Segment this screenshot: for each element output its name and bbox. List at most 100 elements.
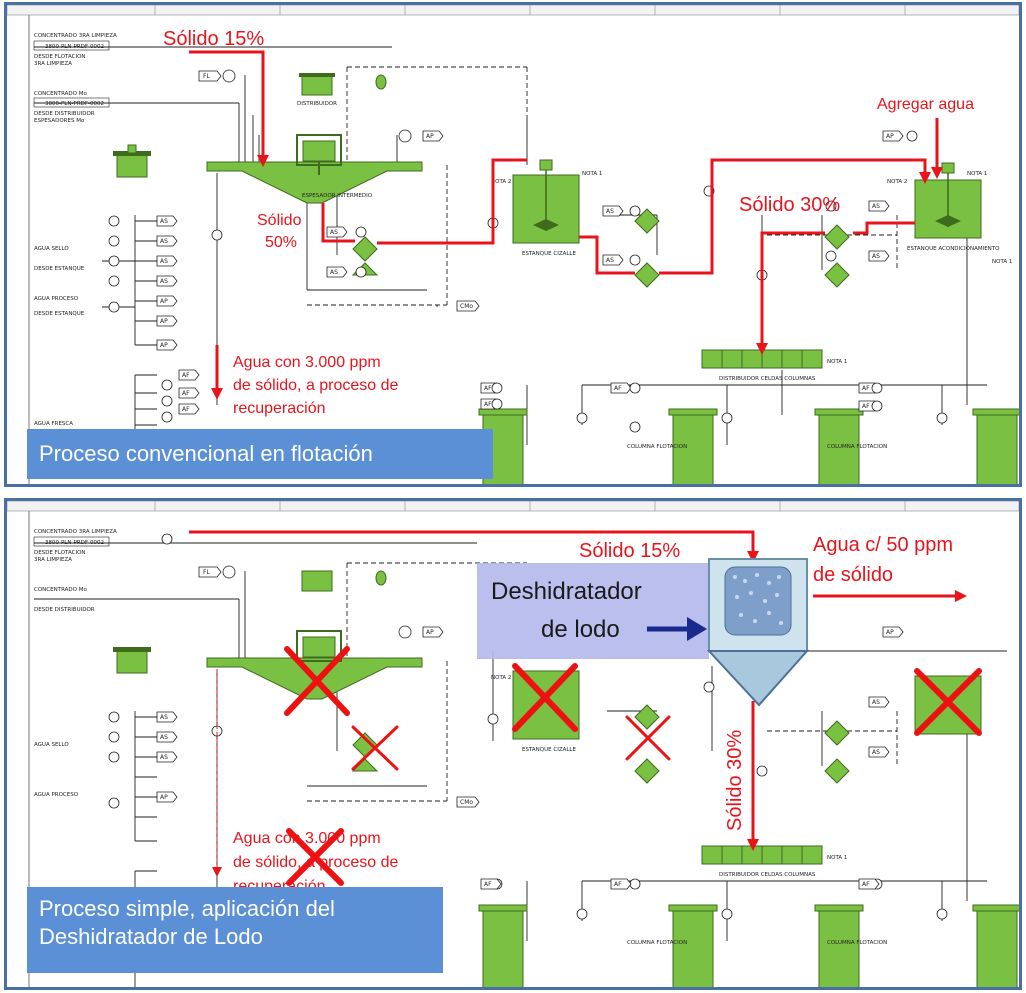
left-tank-icon	[113, 144, 151, 178]
tag-af: AF	[862, 403, 870, 410]
deshidratador-label-box	[477, 563, 709, 659]
label-nota: NOTA 1	[827, 359, 847, 365]
tag-as: AS	[872, 749, 880, 756]
tag-as: AS	[160, 278, 168, 285]
deshidratador-unit-icon	[706, 558, 810, 707]
label-agua-3000-ppm: de sólido, a proceso de	[233, 854, 399, 871]
label-estanque-acondicionamiento: ESTANQUE ACONDICIONAMIENTO	[907, 246, 1000, 252]
label-agua-50-ppm: Agua c/ 50 ppm	[813, 534, 953, 556]
label-nota: NOTA 1	[827, 855, 847, 861]
tag-as: AS	[160, 734, 168, 741]
pump-icon	[352, 236, 378, 262]
label-columna-flotacion: COLUMNA FLOTACION	[627, 940, 687, 946]
label-nota: NOTA 2	[491, 675, 511, 681]
tag-af: AF	[614, 881, 622, 888]
caption-proceso-convencional: Proceso convencional en flotación	[27, 429, 493, 479]
label-distribuidor-celdas: DISTRIBUIDOR CELDAS COLUMNAS	[719, 872, 816, 878]
label-concentrado-mo: CONCENTRADO Mo	[34, 587, 87, 593]
tag-as: AS	[160, 218, 168, 225]
label-agua-3000-ppm: Agua con 3.000 ppm	[233, 354, 381, 371]
caption-text: Proceso convencional en flotación	[39, 441, 373, 466]
arrow-right-icon	[687, 617, 707, 641]
tag-af: AF	[484, 385, 492, 392]
label-concentrado-mo: CONCENTRADO Mo	[34, 91, 87, 97]
tag-af: AF	[484, 401, 492, 408]
tag-af: AF	[484, 881, 492, 888]
label-agua-proceso: AGUA PROCESO	[34, 792, 79, 798]
tag-ap: AP	[160, 342, 168, 349]
estanque-cizalle-icon	[512, 159, 580, 244]
tag-ap: AP	[426, 133, 434, 140]
label-columna-flotacion: COLUMNA FLOTACION	[627, 444, 687, 450]
label-estanque-cizalle: ESTANQUE CIZALLE	[522, 251, 576, 257]
label-concentrado-3ra: CONCENTRADO 3RA LIMPIEZA	[34, 33, 117, 39]
tag-af: AF	[862, 881, 870, 888]
flotation-columns-icon	[478, 408, 1019, 484]
pump-icon	[634, 208, 660, 234]
tag-af: AF	[614, 385, 622, 392]
label-concentrado-3ra: CONCENTRADO 3RA LIMPIEZA	[34, 529, 117, 535]
tag-ap: AP	[886, 133, 894, 140]
label-line-number: 3800-PLN-PRDF-0002	[45, 101, 104, 107]
label-solido-15: Sólido 15%	[163, 28, 264, 50]
caption-line-1: Proceso simple, aplicación del	[39, 896, 335, 921]
tag-af: AF	[862, 385, 870, 392]
label-de-lodo: de lodo	[541, 616, 620, 643]
flotation-columns-icon	[478, 904, 1019, 987]
top-pid-diagram: AS AS AS AS AP AP AP AF AF AF FL AP AS A…	[7, 5, 1019, 484]
distribuidor-celdas-icon	[701, 349, 823, 369]
label-agua-sello: AGUA SELLO	[34, 246, 69, 252]
label-espesador-intermedio: ESPESADOR INTERMEDIO	[302, 193, 373, 199]
pump-icon	[824, 720, 850, 746]
pump-icon	[634, 758, 660, 784]
tag-cmo: CMo	[460, 799, 473, 806]
caption-proceso-simple: Proceso simple, aplicación del Deshidrat…	[27, 887, 443, 973]
pump-icon	[824, 758, 850, 784]
tag-ap: AP	[160, 298, 168, 305]
pump-icon	[634, 262, 660, 288]
left-tank-icon	[113, 647, 151, 674]
tag-af: AF	[182, 406, 190, 413]
hoist-icon	[375, 570, 387, 586]
label-agua-50-ppm: de sólido	[813, 564, 893, 586]
label-columna-flotacion: COLUMNA FLOTACION	[827, 444, 887, 450]
label-nota: NOTA 1	[967, 171, 987, 177]
tag-as: AS	[160, 238, 168, 245]
tag-fl: FL	[203, 569, 210, 576]
cross-icon	[351, 715, 671, 771]
tag-as: AS	[872, 699, 880, 706]
label-nota: NOTA 1	[992, 259, 1012, 265]
tag-fl: FL	[203, 73, 210, 80]
tag-as: AS	[160, 258, 168, 265]
tag-af: AF	[182, 372, 190, 379]
tag-as: AS	[606, 208, 614, 215]
label-solido-50-pct: 50%	[265, 234, 297, 251]
cross-icon	[284, 646, 982, 886]
pump-icon	[824, 224, 850, 250]
label-agua-proceso: AGUA PROCESO	[34, 296, 79, 302]
label-agua-3000-ppm: recuperación	[233, 400, 326, 417]
tag-ap: AP	[160, 794, 168, 801]
estanque-acondicionamiento-icon	[914, 162, 982, 239]
label-3ra-limpieza: 3RA LIMPIEZA	[34, 557, 72, 563]
tag-as: AS	[872, 253, 880, 260]
label-solido-30: Sólido 30%	[739, 194, 840, 216]
label-estanque-cizalle: ESTANQUE CIZALLE	[522, 747, 576, 753]
tag-cmo: CMo	[460, 303, 473, 310]
label-distribuidor-celdas: DISTRIBUIDOR CELDAS COLUMNAS	[719, 376, 816, 382]
tag-ap: AP	[886, 629, 894, 636]
label-agregar-agua: Agregar agua	[877, 96, 974, 113]
label-nota: NOTA 1	[582, 171, 602, 177]
label-nota: NOTA 2	[491, 179, 511, 185]
thickener-icon	[206, 134, 423, 204]
label-distribuidor: DISTRIBUIDOR	[297, 101, 337, 107]
distribuidor-celdas-icon	[701, 845, 823, 865]
caption-line-2: Deshidratador de Lodo	[39, 924, 263, 949]
label-desde-estanque: DESDE ESTANQUE	[34, 311, 85, 317]
tag-as: AS	[330, 229, 338, 236]
distributor-icon	[301, 570, 333, 592]
tag-ap: AP	[160, 318, 168, 325]
label-desde-flotacion: DESDE FLOTACION	[34, 54, 86, 60]
tag-as: AS	[160, 714, 168, 721]
tag-ap: AP	[426, 629, 434, 636]
